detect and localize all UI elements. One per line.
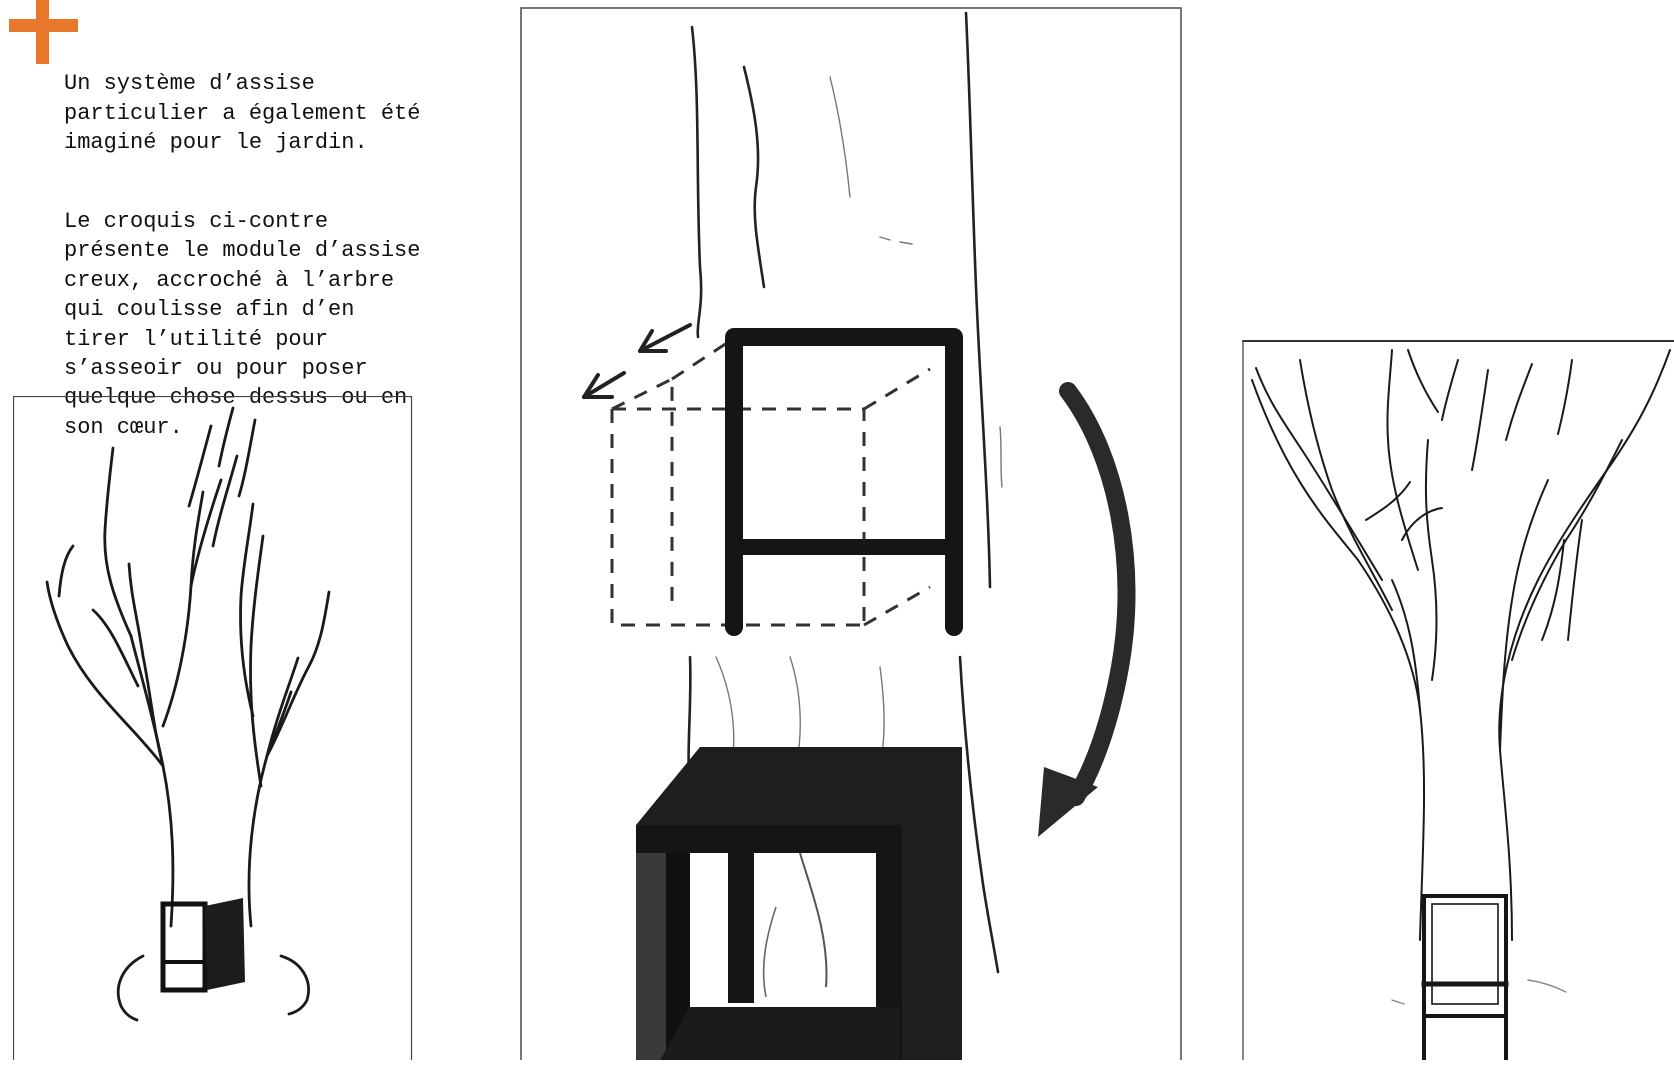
sketch-seat-module-detail	[520, 7, 1182, 1060]
paragraph-intro: Un système d’assise particulier a égalem…	[64, 69, 484, 157]
sketch-tree-with-seat	[1242, 340, 1674, 1060]
sketch-tree-overview	[13, 396, 413, 1060]
curved-arrow-icon	[1038, 391, 1127, 837]
